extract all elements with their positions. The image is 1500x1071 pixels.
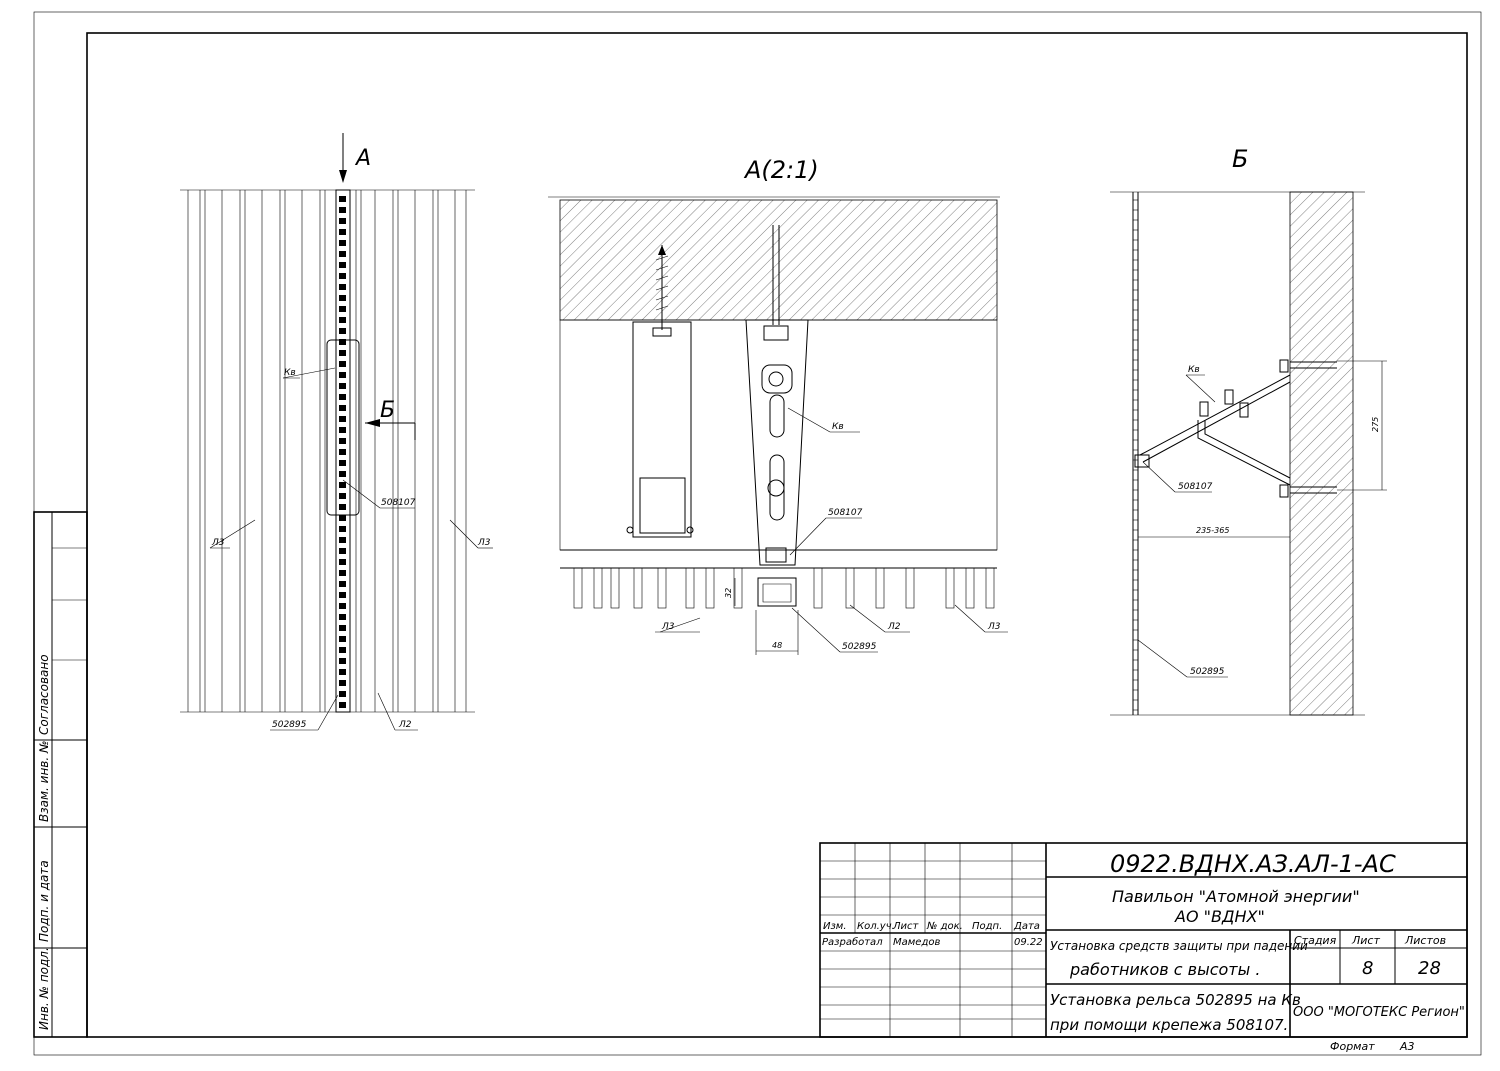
- detail-label-kv: Кв: [832, 422, 844, 432]
- col-header-sheet: Лист: [892, 921, 920, 932]
- drawing-code: 0922.ВДНХ.АЗ.АЛ-1-АС: [1110, 850, 1396, 878]
- col-header-qty: Кол.уч.: [857, 921, 895, 932]
- col-header-sign: Подп.: [972, 921, 1002, 932]
- sheet-header: Лист: [1351, 934, 1380, 947]
- detail-label-502895: 502895: [842, 642, 877, 652]
- col-header-change: Изм.: [823, 921, 847, 932]
- sheets-total: 28: [1418, 958, 1441, 979]
- view-a-label-l2: Л2: [398, 720, 412, 730]
- organization: ООО "МОГОТЕКС Регион": [1293, 1005, 1465, 1020]
- sheet-number: 8: [1362, 958, 1373, 979]
- view-b-label-502895: 502895: [1190, 667, 1225, 677]
- view-b-label-kv: Кв: [1188, 365, 1200, 375]
- developer-date: 09.22: [1014, 937, 1043, 948]
- project-line-2: АО "ВДНХ": [1174, 907, 1265, 926]
- view-b-label-508107: 508107: [1178, 482, 1213, 492]
- view-a: А Б Кв Л3 Л3 508107 502895 Л2: [180, 133, 493, 731]
- view-detail: А(2:1): [548, 156, 1008, 655]
- stamp-agreed: Согласовано: [37, 654, 51, 735]
- stamp-replaced-inv: Взам. инв. №: [37, 741, 51, 822]
- side-stamp: Согласовано Взам. инв. № Подп. и дата Ин…: [33, 511, 88, 1038]
- stamp-sign-date: Подп. и дата: [37, 860, 51, 942]
- detail-dim-height: 32: [724, 588, 733, 598]
- view-a-label-508107: 508107: [381, 498, 416, 508]
- sheet-title-1: Установка средств защиты при падении: [1050, 939, 1308, 953]
- view-b-dim-vertical: 275: [1371, 417, 1380, 432]
- sheets-header: Листов: [1404, 934, 1446, 947]
- stage-header: Стадия: [1294, 934, 1337, 947]
- view-b-title: Б: [1232, 145, 1248, 173]
- title-block: 0922.ВДНХ.АЗ.АЛ-1-АС Павильон "Атомной э…: [819, 842, 1468, 1053]
- view-a-label-l3-left: Л3: [211, 538, 225, 548]
- col-header-doc: № док.: [926, 921, 963, 932]
- view-b-dim-horizontal: 235-365: [1196, 526, 1229, 535]
- detail-label-l3-left: Л3: [661, 622, 675, 632]
- view-a-section-label: Б: [380, 398, 395, 423]
- drawing-title-1: Установка рельса 502895 на Кв: [1050, 991, 1301, 1009]
- format-value: А3: [1399, 1040, 1415, 1053]
- detail-label-l3-right: Л3: [987, 622, 1001, 632]
- view-detail-title: А(2:1): [743, 156, 819, 184]
- detail-label-l2: Л2: [887, 622, 901, 632]
- detail-label-508107: 508107: [828, 508, 863, 518]
- view-a-label-kv: Кв: [284, 368, 296, 378]
- view-b: Б 275: [1110, 145, 1387, 716]
- format-label: Формат: [1330, 1040, 1375, 1053]
- developer-name: Мамедов: [893, 937, 940, 948]
- developer-role: Разработал: [822, 936, 883, 948]
- sheet-title-2: работников с высоты .: [1069, 960, 1260, 979]
- project-line-1: Павильон "Атомной энергии": [1112, 887, 1360, 906]
- view-a-label-502895: 502895: [272, 720, 307, 730]
- col-header-date: Дата: [1013, 921, 1040, 932]
- detail-dim-width: 48: [772, 641, 782, 650]
- stamp-inv-orig: Инв. № подл.: [37, 947, 51, 1030]
- view-a-label-l3-right: Л3: [477, 538, 491, 548]
- view-a-arrow-label: А: [354, 146, 371, 171]
- drawing-title-2: при помощи крепежа 508107.: [1050, 1016, 1288, 1034]
